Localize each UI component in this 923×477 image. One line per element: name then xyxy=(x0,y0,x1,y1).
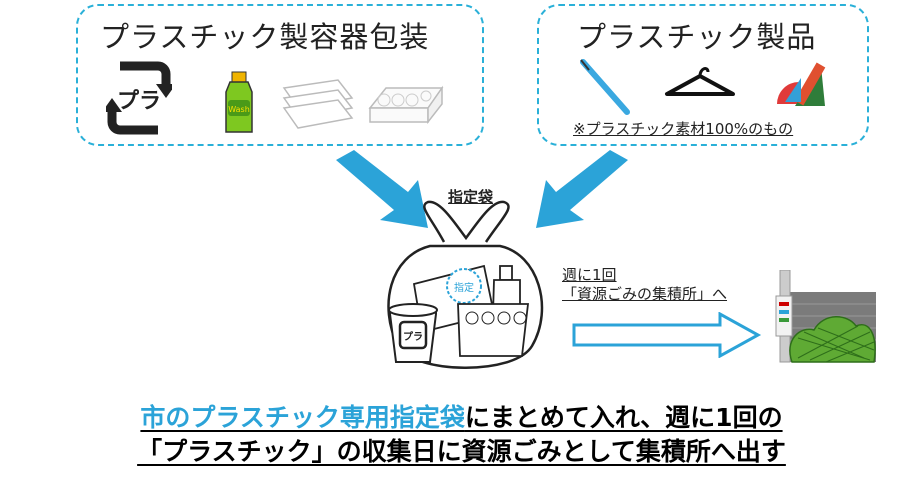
bottom-statement-line1-rest: にまとめて入れ、週に1回の xyxy=(464,403,783,432)
egg-carton-icon xyxy=(368,85,444,125)
hanger-icon xyxy=(665,67,735,96)
cup-pla-mark-text: プラ xyxy=(403,330,423,343)
toothbrush-icon xyxy=(580,59,630,115)
plastic-material-note: ※プラスチック素材100%のもの xyxy=(573,120,794,138)
arrow-down-left-icon xyxy=(536,150,628,228)
arrow-down-right-icon xyxy=(336,150,428,228)
plastic-packaging-box: プラスチック製容器包装 プラ Wash xyxy=(76,4,484,146)
ruler-set-icon xyxy=(777,62,826,106)
plastic-packaging-title: プラスチック製容器包装 xyxy=(100,20,430,54)
pla-mark-text: プラ xyxy=(117,89,161,114)
pla-recycle-mark-icon: プラ xyxy=(106,61,172,135)
bottom-statement-line2: 「プラスチック」の収集日に資源ごみとして集積所へ出す xyxy=(137,437,786,466)
designated-bag-label: 指定袋 xyxy=(448,188,494,206)
food-tray-icon xyxy=(282,79,354,129)
arrow-right-icon xyxy=(572,312,762,358)
designated-bag-highlight: 市のプラスチック専用指定袋 xyxy=(140,403,465,432)
collection-point-icon xyxy=(775,270,876,363)
weekly-collection-line1: 週に1回 xyxy=(562,266,617,284)
weekly-collection-label: 週に1回 「資源ごみの集積所」へ xyxy=(562,266,727,304)
weekly-collection-line2: 「資源ごみの集積所」へ xyxy=(562,285,728,303)
plastic-products-title: プラスチック製品 xyxy=(577,20,817,54)
bottom-statement-line1: 市のプラスチック専用指定袋にまとめて入れ、週に1回の xyxy=(0,398,923,434)
designated-bag-icon: 指定 プラ xyxy=(387,200,544,369)
designated-stamp-text: 指定 xyxy=(454,281,474,294)
plastic-products-box: プラスチック製品 ※プラスチック素材100%のもの xyxy=(537,4,869,146)
detergent-bottle-icon: Wash xyxy=(225,71,253,133)
bottle-label-text: Wash xyxy=(228,105,250,114)
